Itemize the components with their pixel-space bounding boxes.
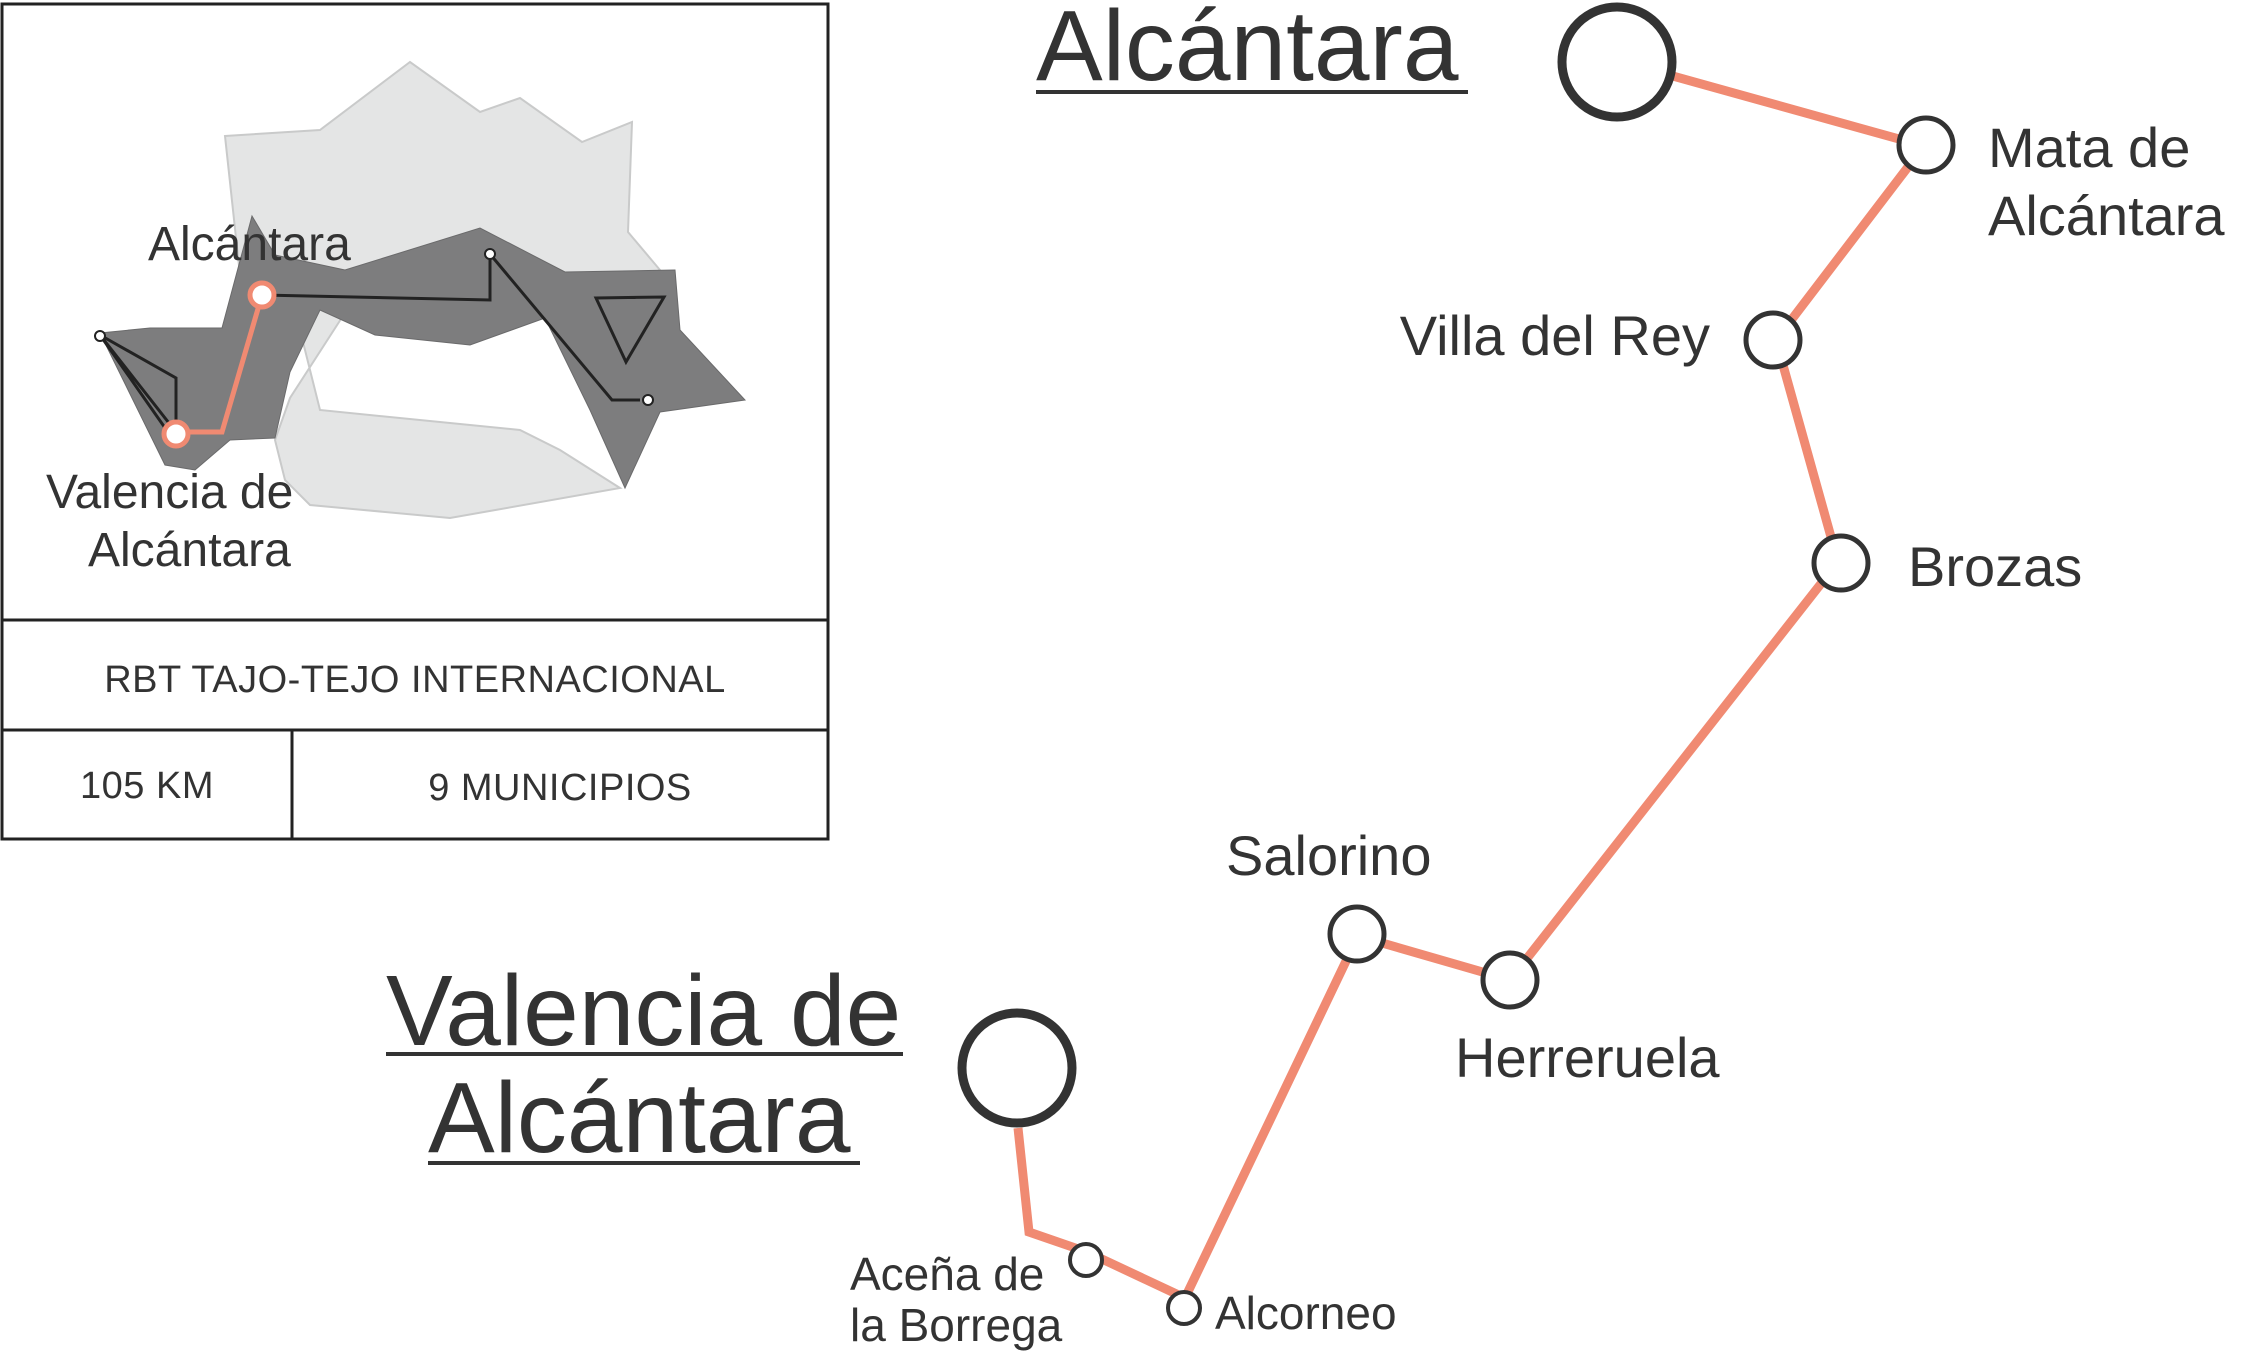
inset-label-valencia-1: Valencia de	[46, 466, 293, 519]
node-acena-de-la-borrega	[1068, 1242, 1104, 1278]
node-brozas	[1811, 533, 1871, 593]
main-route	[957, 2, 1956, 1326]
label-valencia-line2: Alcántara	[428, 1062, 851, 1174]
label-valencia-line1: Valencia de	[386, 955, 901, 1067]
label-salorino: Salorino	[1226, 824, 1431, 887]
info-title: RBT TAJO-TEJO INTERNACIONAL	[104, 659, 726, 701]
node-alcantara	[1557, 2, 1677, 122]
label-mata-line2: Alcántara	[1988, 184, 2225, 247]
label-villa-del-rey: Villa del Rey	[1400, 304, 1710, 367]
inset-junction-node	[642, 394, 654, 406]
inset-route-line	[177, 294, 265, 435]
node-herreruela	[1480, 950, 1540, 1010]
node-mata-de-alcantara	[1896, 115, 1956, 175]
inset-node-alcantara	[247, 280, 277, 310]
info-municipalities: 9 MUNICIPIOS	[428, 767, 692, 809]
route-labels: Alcántara Valencia de Alcántara Mata de …	[386, 0, 2225, 1351]
node-valencia-de-alcantara	[957, 1008, 1077, 1128]
label-acena-line1: Aceña de	[850, 1248, 1044, 1300]
node-alcorneo	[1166, 1290, 1202, 1326]
route-line	[1013, 56, 1932, 1304]
label-alcantara: Alcántara	[1036, 0, 1459, 102]
label-mata-line1: Mata de	[1988, 116, 2190, 179]
inset-node-valencia	[161, 419, 191, 449]
node-villa-del-rey	[1743, 310, 1803, 370]
inset-junction-node	[94, 330, 106, 342]
inset-network-triangle	[593, 295, 667, 366]
node-salorino	[1327, 904, 1387, 964]
inset-label-valencia-2: Alcántara	[88, 524, 291, 577]
inset-junction-node	[484, 248, 496, 260]
info-distance: 105 KM	[80, 765, 214, 807]
label-herreruela: Herreruela	[1455, 1026, 1720, 1089]
label-alcorneo: Alcorneo	[1215, 1287, 1397, 1339]
label-brozas: Brozas	[1908, 535, 2082, 598]
label-acena-line2: la Borrega	[850, 1299, 1063, 1351]
inset-map-panel: Alcántara Valencia de Alcántara RBT TAJO…	[0, 2, 830, 841]
inset-label-alcantara: Alcántara	[148, 218, 351, 271]
